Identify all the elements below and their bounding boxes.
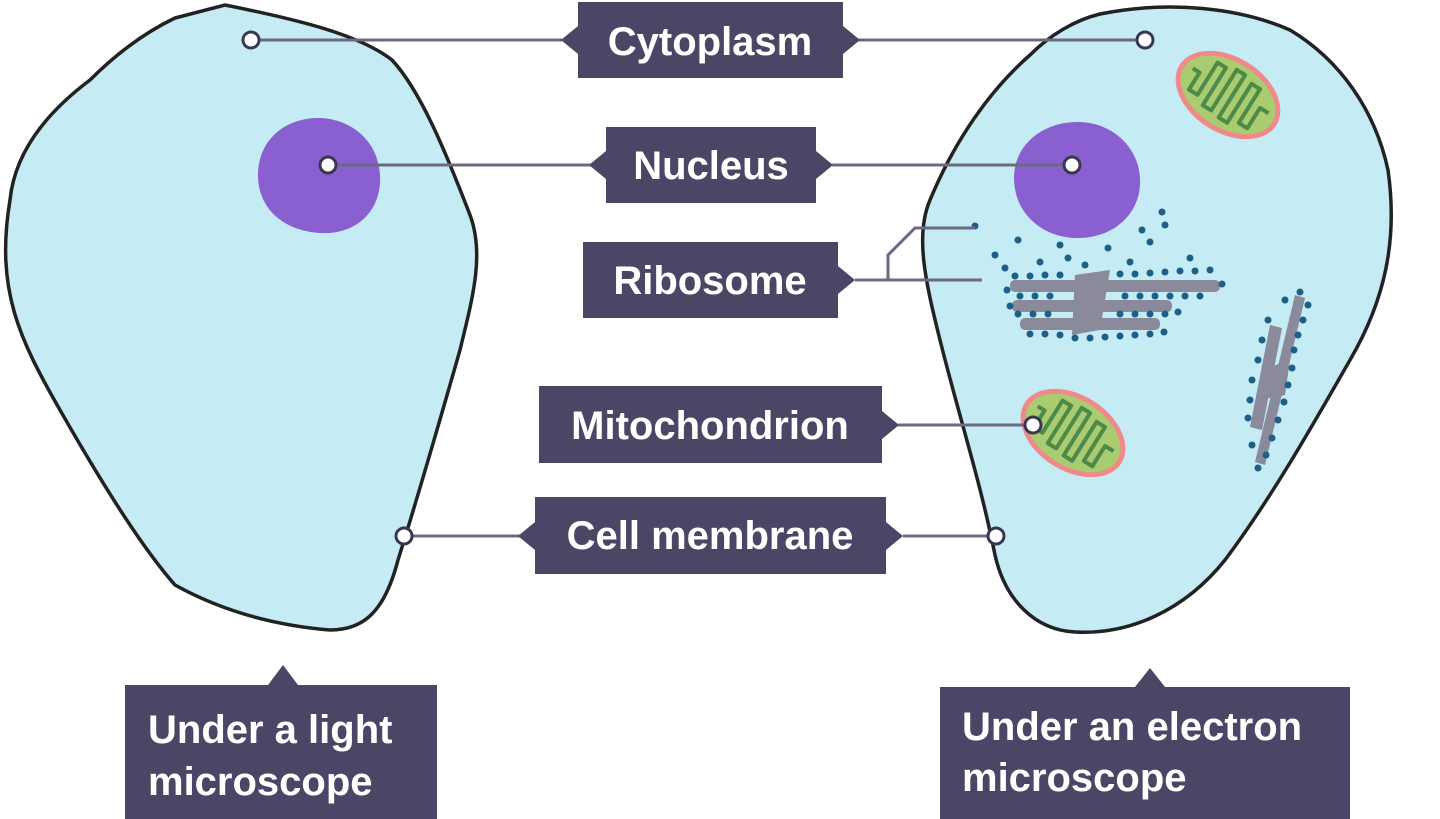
rough-er-center	[971, 208, 1226, 342]
label-mitochondrion-text: Mitochondrion	[571, 404, 849, 448]
cytoplasm-pointer-left	[241, 30, 261, 50]
label-ribosome-text: Ribosome	[613, 259, 806, 303]
label-ribosome: Ribosome	[583, 242, 855, 318]
mitochondrion-pointer	[1023, 415, 1043, 435]
label-nucleus-text: Nucleus	[633, 144, 789, 188]
caption-light-line2: microscope	[148, 760, 373, 804]
label-nucleus: Nucleus	[589, 127, 833, 203]
membrane-pointer-left	[394, 526, 414, 546]
light-nucleus	[258, 118, 381, 234]
caption-electron-line2: microscope	[962, 756, 1187, 800]
electron-nucleus	[1014, 122, 1141, 238]
label-cytoplasm-text: Cytoplasm	[608, 20, 813, 64]
caption-light-line1: Under a light	[148, 708, 392, 752]
label-mitochondrion: Mitochondrion	[539, 386, 899, 463]
cytoplasm-pointer-right	[1135, 30, 1155, 50]
nucleus-pointer-right	[1062, 155, 1082, 175]
rough-er-right	[1244, 288, 1312, 472]
electron-microscope-cell	[920, 5, 1393, 634]
mitochondrion-top	[1175, 50, 1281, 140]
leader-lines	[252, 38, 1144, 538]
mitochondrion-bottom	[1020, 388, 1126, 478]
membrane-pointer-right	[986, 526, 1006, 546]
caption-electron-line1: Under an electron	[962, 705, 1302, 749]
label-cytoplasm: Cytoplasm	[561, 2, 860, 78]
pointer-dots	[241, 30, 1155, 546]
caption-electron-microscope: Under an electron microscope	[940, 668, 1350, 819]
light-microscope-cell	[3, 3, 479, 632]
label-cell-membrane-text: Cell membrane	[567, 514, 854, 558]
caption-light-microscope: Under a light microscope	[125, 665, 437, 819]
label-cell-membrane: Cell membrane	[518, 497, 903, 574]
nucleus-pointer-left	[318, 155, 338, 175]
